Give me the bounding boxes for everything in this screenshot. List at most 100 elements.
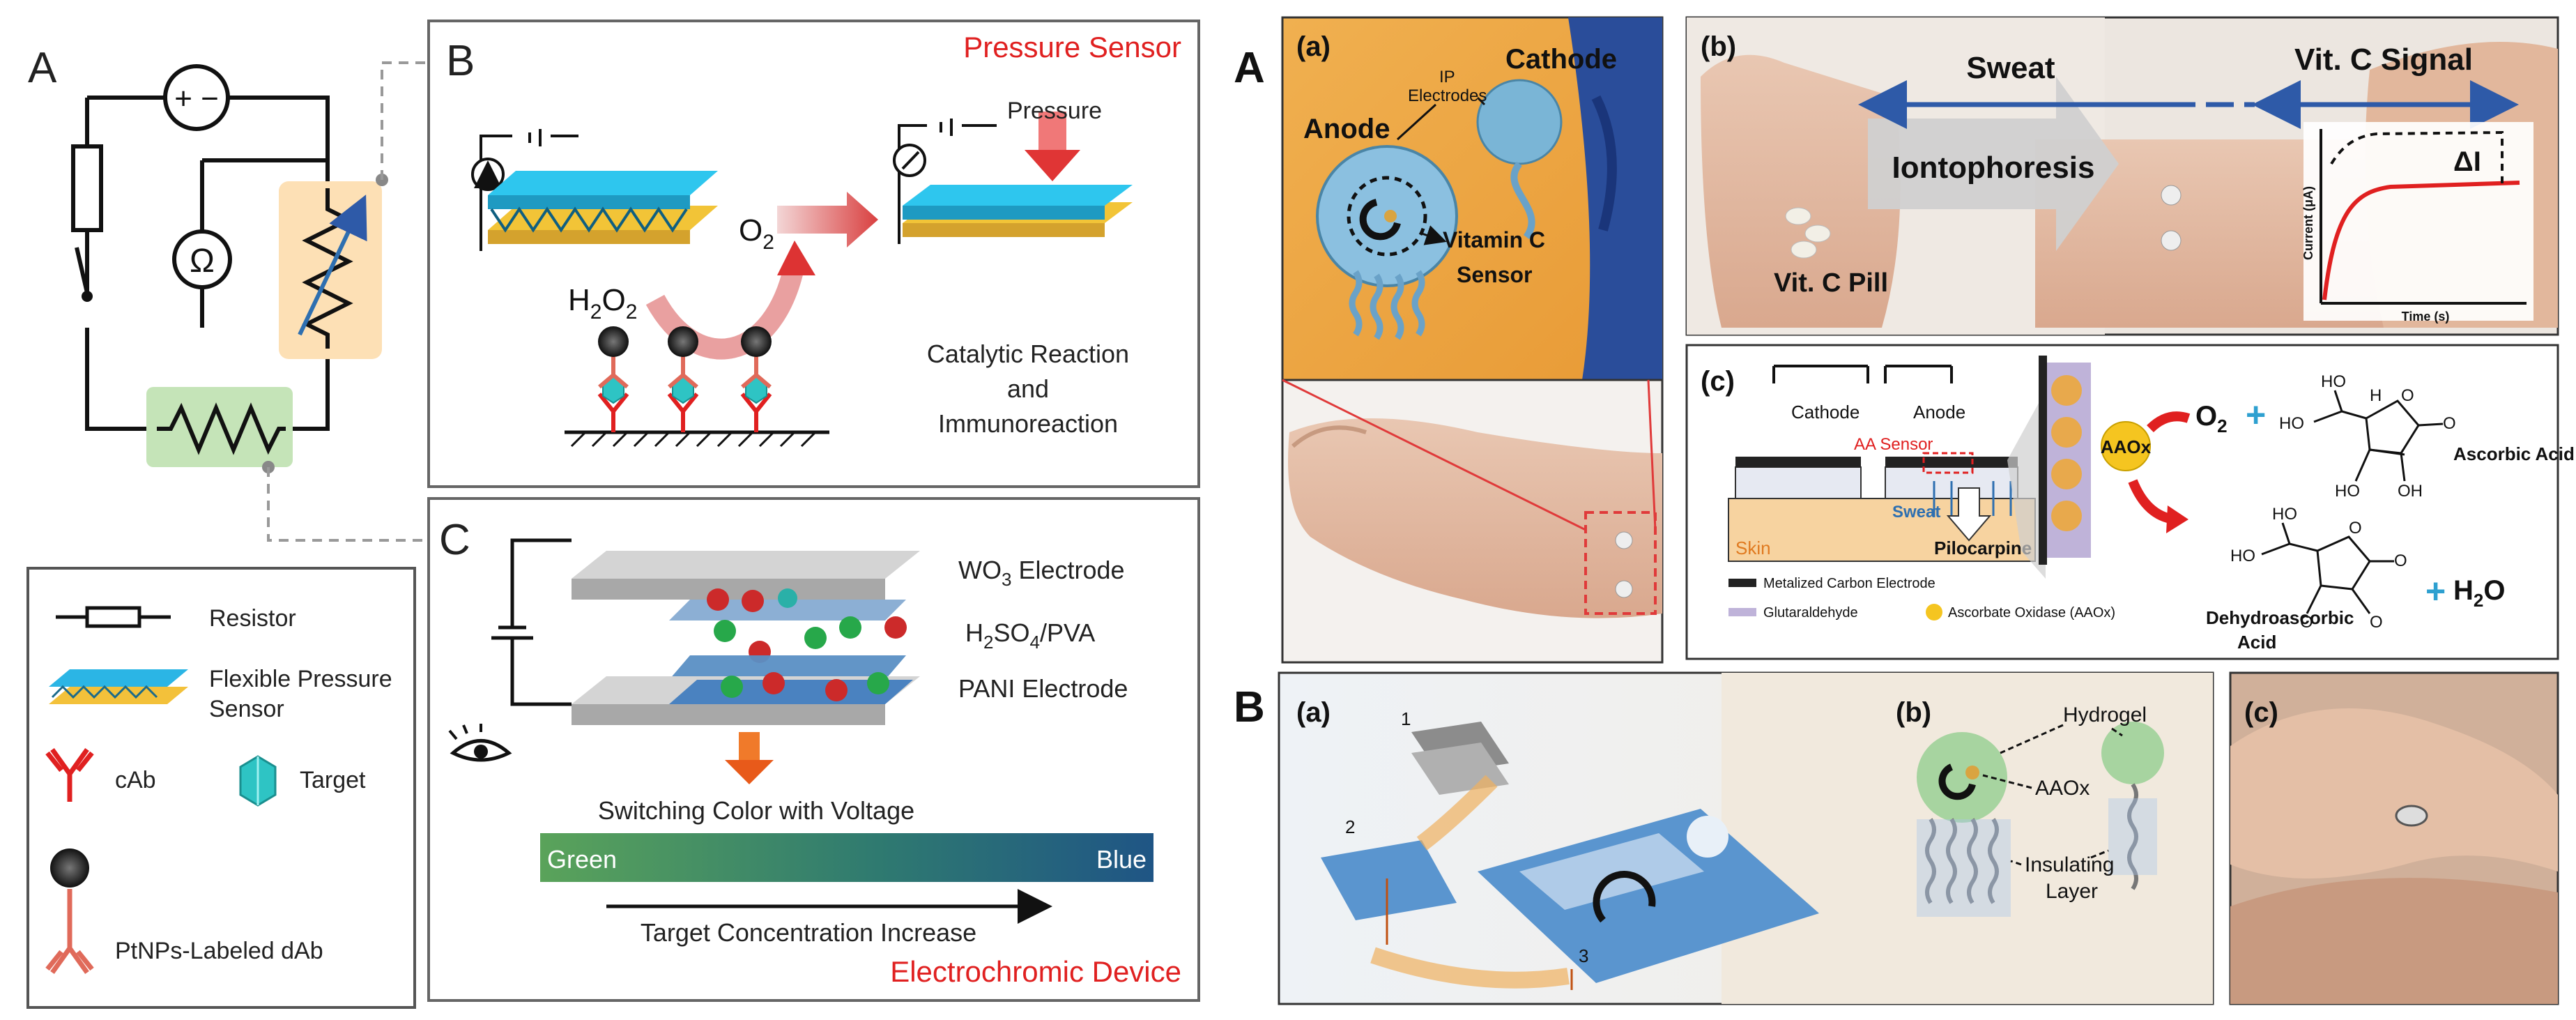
- sensor-label: Sensor: [1457, 262, 1532, 287]
- target-hexagon-icon: [239, 755, 277, 807]
- h-atom: H: [2370, 386, 2382, 405]
- anode-label: Anode: [1303, 114, 1390, 144]
- step-3: 3: [1579, 945, 1588, 966]
- delta-i-label: ΔI: [2453, 146, 2481, 177]
- ion-layer: [707, 588, 907, 663]
- current-chart-inset: [2303, 122, 2533, 321]
- flexible-sensor-icon: [49, 669, 188, 704]
- chart-ylabel: Current (μA): [2301, 186, 2315, 260]
- reaction-line-2: and: [1007, 374, 1049, 403]
- ohm-symbol: Ω: [190, 243, 215, 280]
- ascorbic-acid-structure: [2313, 390, 2444, 482]
- pinch-c-label: (c): [2244, 697, 2278, 728]
- ho-3: HO: [2335, 482, 2360, 501]
- device-label: Electrochromic Device: [890, 955, 1181, 988]
- vitamin-c-label: Vitamin C: [1443, 227, 1545, 252]
- plus-sign-1: +: [2246, 395, 2266, 434]
- legend-box: Resistor Flexible Pressure Sensor cAb Ta…: [26, 567, 416, 1009]
- pressure-label: Pressure: [1007, 98, 1102, 124]
- fab-a-label: (a): [1296, 697, 1331, 728]
- right-b-letter: B: [1234, 683, 1265, 731]
- legend-flexible-2: Sensor: [209, 696, 284, 722]
- legend-resistor: Resistor: [209, 605, 296, 632]
- hydrogel-label: Hydrogel: [2063, 703, 2147, 726]
- panel-b-letter: B: [446, 37, 475, 85]
- fabrication-panel: (a) 1 2 3 (b) Hydrogel: [1278, 671, 2214, 1005]
- pressure-sensor-panel: B Pressure Sensor Pressure H2O2 O2: [427, 20, 1200, 488]
- ip-label: IP: [1439, 68, 1455, 86]
- sweat-label: Sweat: [1966, 51, 2055, 85]
- step-2: 2: [1345, 816, 1355, 837]
- right-a-letter: A: [1234, 44, 1265, 92]
- aaox-circle-label: AAOx: [2101, 436, 2152, 457]
- pani-label: PANI Electrode: [958, 674, 1128, 703]
- aaox-b-label: AAOx: [2035, 777, 2090, 800]
- ho-1: HO: [2321, 372, 2346, 391]
- vitc-pill-label: Vit. C Pill: [1774, 268, 1888, 298]
- o2-label: O2: [739, 213, 774, 254]
- ion-layer-bottom: [721, 672, 889, 701]
- vitc-signal-label: Vit. C Signal: [2294, 43, 2473, 77]
- h2o2-label: H2O2: [568, 283, 637, 323]
- ascorbic-label: Ascorbic Acid: [2453, 443, 2575, 464]
- reaction-line-1: Catalytic Reaction: [927, 340, 1129, 368]
- dehydro-label-2: Acid: [2237, 632, 2276, 653]
- electrodes-label: Electrodes: [1408, 86, 1487, 105]
- sweat-schematic-label: Sweat: [1892, 503, 1940, 522]
- electrolyte-label: H2SO4/PVA: [965, 618, 1095, 653]
- aa-sensor-schematic: (c) Cathode Anode AA Sensor Sweat Skin P…: [1685, 344, 2575, 660]
- dehydroascorbic-structure: [2261, 522, 2394, 614]
- legend-aaox: Ascorbate Oxidase (AAOx): [1948, 605, 2115, 621]
- a-photo-label: (a): [1296, 31, 1331, 62]
- cab-antibody-icon: [45, 747, 94, 802]
- pilocarpine-label: Pilocarpine: [1934, 538, 2032, 558]
- ho-5: HO: [2230, 547, 2255, 565]
- sensor-photo-panel: (a) Cathode Anode IP Electrodes Vitamin …: [1281, 16, 1664, 381]
- panel-a-letter: A: [28, 44, 57, 92]
- c-schematic-label: (c): [1701, 366, 1735, 397]
- cathode-schematic-label: Cathode: [1791, 402, 1860, 423]
- legend-flexible-1: Flexible Pressure: [209, 666, 392, 692]
- hand-photo: [1281, 379, 1664, 664]
- ho-2: HO: [2279, 414, 2304, 433]
- immunoassay-surface: [565, 326, 829, 448]
- anode-schematic-label: Anode: [1913, 402, 1965, 423]
- o-ring: O: [2401, 386, 2414, 405]
- cathode-label: Cathode: [1505, 44, 1617, 75]
- ho-4: HO: [2272, 505, 2297, 524]
- concentration-label: Target Concentration Increase: [641, 918, 976, 947]
- o-keto: O: [2443, 414, 2456, 433]
- green-label: Green: [547, 845, 617, 874]
- wo3-label: WO3 Electrode: [958, 556, 1125, 590]
- o-5: O: [2370, 613, 2383, 632]
- h2o-label: H2O: [2453, 575, 2505, 611]
- insulating-label-1: Insulating: [2025, 853, 2114, 876]
- legend-cab: cAb: [115, 767, 156, 793]
- panel-c-letter: C: [439, 516, 470, 564]
- step-1: 1: [1401, 708, 1411, 729]
- o-4: O: [2394, 551, 2407, 570]
- o-6: O: [2300, 613, 2313, 632]
- o-3: O: [2349, 519, 2362, 538]
- dehydro-label-1: Dehydroascorbic: [2206, 607, 2354, 628]
- eye-icon: [448, 724, 512, 762]
- legend-glut: Glutaraldehyde: [1763, 605, 1858, 621]
- iontophoresis-panel: Iontophoresis (b) Sweat Vit. C Signal Vi…: [1685, 16, 2559, 336]
- o2-label: O2: [2195, 401, 2228, 436]
- plus-sign-2: +: [2425, 572, 2446, 611]
- reaction-line-3: Immunoreaction: [938, 409, 1118, 438]
- blue-label: Blue: [1096, 845, 1147, 874]
- oh-1: OH: [2398, 482, 2423, 501]
- b-photo-label: (b): [1701, 31, 1736, 62]
- current-curve: [2322, 181, 2520, 300]
- fab-b-label: (b): [1896, 697, 1931, 728]
- iontophoresis-label: Iontophoresis: [1892, 151, 2095, 185]
- pinch-photo: (c): [2229, 671, 2559, 1005]
- color-gradient-bar: [540, 833, 1153, 882]
- source-symbol: + −: [174, 82, 219, 116]
- legend-carbon: Metalized Carbon Electrode: [1763, 576, 1935, 591]
- legend-target: Target: [300, 767, 366, 793]
- legend-ptnps: PtNPs-Labeled dAb: [115, 938, 323, 964]
- switching-label: Switching Color with Voltage: [598, 796, 914, 825]
